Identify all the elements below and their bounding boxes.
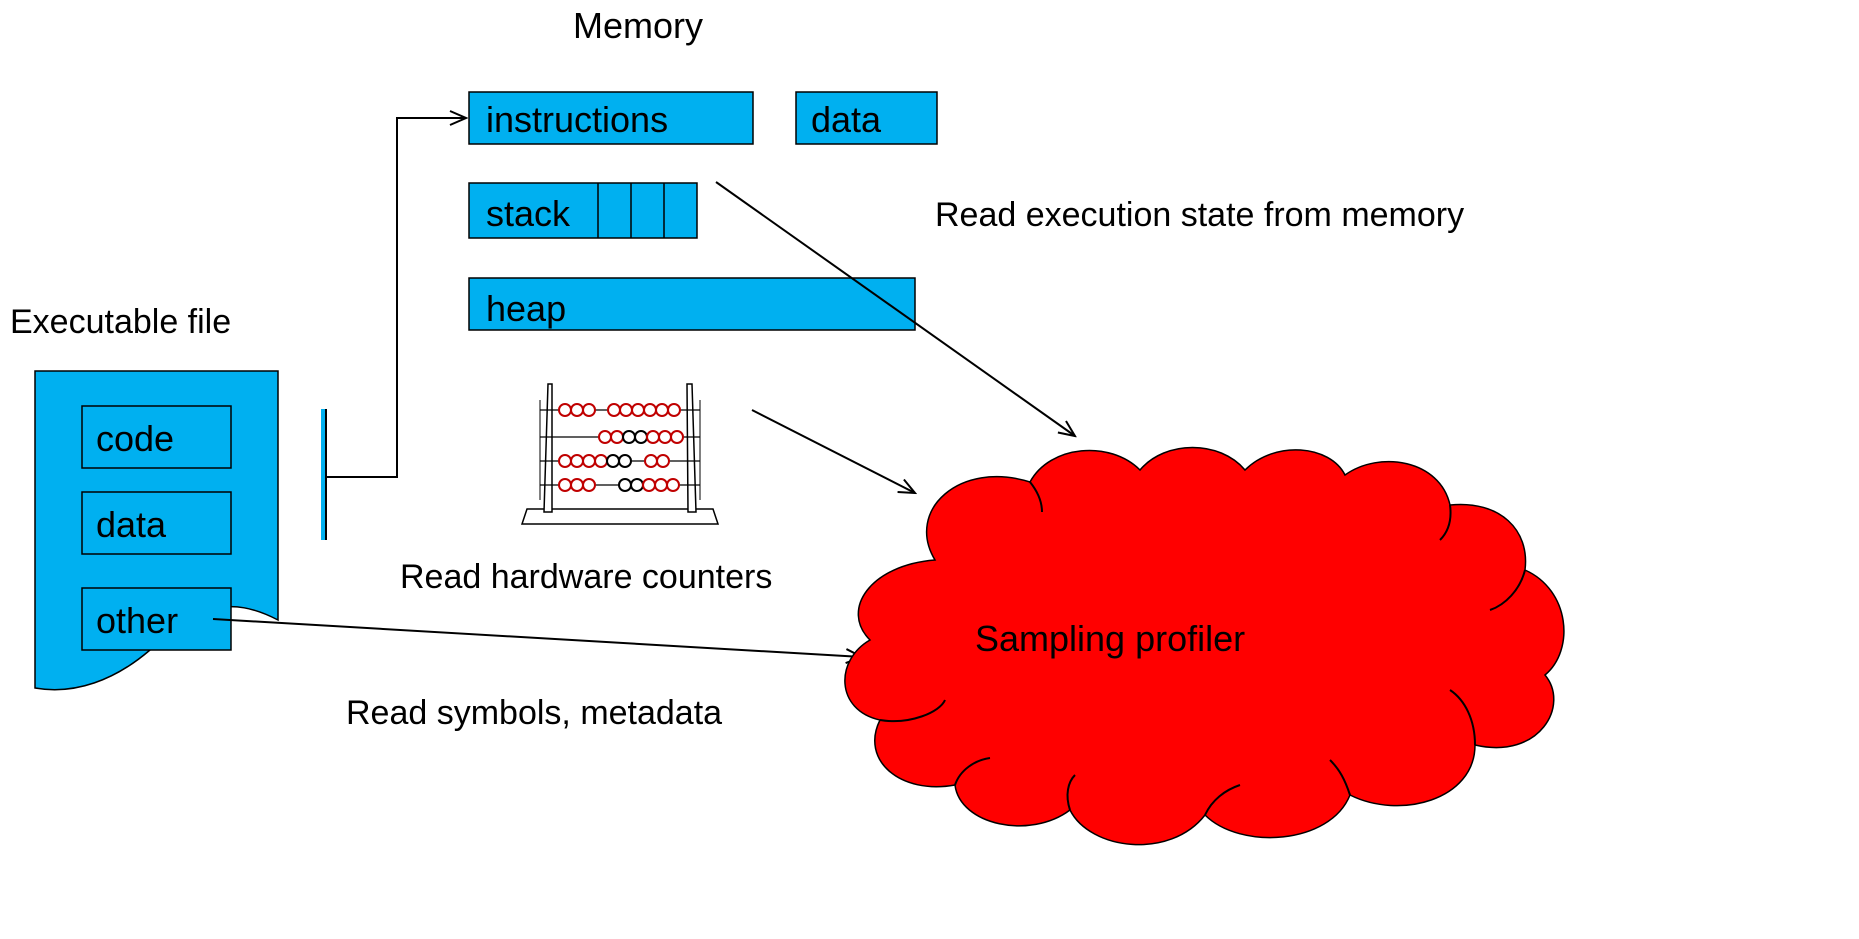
abacus-bead <box>670 430 684 444</box>
memory-instructions-segment: instructions <box>468 91 754 145</box>
abacus-bead <box>642 478 656 492</box>
memory-data-segment: data <box>795 91 938 145</box>
abacus-bead <box>558 454 572 468</box>
abacus-bead <box>644 454 658 468</box>
symbols-arrow <box>212 618 862 657</box>
abacus-bead <box>619 403 633 417</box>
symbols-caption: Read symbols, metadata <box>346 694 722 732</box>
execution-state-caption: Read execution state from memory <box>935 196 1464 234</box>
section-code-label: code <box>96 418 174 459</box>
abacus-bead <box>655 403 669 417</box>
executable-section-code: code <box>81 405 232 469</box>
load-arrow <box>327 118 466 478</box>
section-other-label: other <box>96 600 178 641</box>
hardware-arrow <box>751 409 915 493</box>
abacus-bead <box>582 454 596 468</box>
stack-label: stack <box>486 193 571 234</box>
abacus-bead <box>598 430 612 444</box>
abacus-bead <box>558 403 572 417</box>
sampling-profiler-cloud <box>844 446 1565 846</box>
abacus-bead <box>606 454 620 468</box>
abacus-bead <box>570 478 584 492</box>
abacus-bead <box>570 403 584 417</box>
memory-heap-segment: heap <box>468 277 916 331</box>
abacus-bead <box>654 478 668 492</box>
abacus-icon <box>520 383 720 525</box>
section-data-label: data <box>96 504 167 545</box>
abacus-bead <box>646 430 660 444</box>
abacus-bead <box>666 478 680 492</box>
loader-bracket <box>321 409 327 540</box>
abacus-bead <box>582 478 596 492</box>
heap-label: heap <box>486 288 566 329</box>
abacus-bead <box>618 454 632 468</box>
abacus-bead <box>607 403 621 417</box>
abacus-bead <box>582 403 596 417</box>
abacus-bead <box>634 430 648 444</box>
memory-data-label: data <box>811 99 882 140</box>
executable-title: Executable file <box>10 303 231 341</box>
abacus-bead <box>558 478 572 492</box>
abacus-bead <box>570 454 584 468</box>
abacus-bead <box>618 478 632 492</box>
abacus-bead <box>610 430 624 444</box>
abacus-bead <box>630 478 644 492</box>
memory-stack-segment: stack <box>468 182 698 239</box>
hardware-counters-caption: Read hardware counters <box>400 558 772 596</box>
execution-state-arrow <box>715 181 1075 436</box>
executable-section-other: other <box>81 587 232 651</box>
abacus-bead <box>594 454 608 468</box>
memory-title: Memory <box>573 5 703 46</box>
sampling-profiler-label: Sampling profiler <box>975 618 1245 659</box>
instructions-label: instructions <box>486 99 668 140</box>
abacus-bead <box>631 403 645 417</box>
abacus-bead <box>667 403 681 417</box>
abacus-bead <box>658 430 672 444</box>
abacus-bead <box>622 430 636 444</box>
abacus-bead <box>643 403 657 417</box>
abacus-bead <box>656 454 670 468</box>
executable-section-data: data <box>81 491 232 555</box>
